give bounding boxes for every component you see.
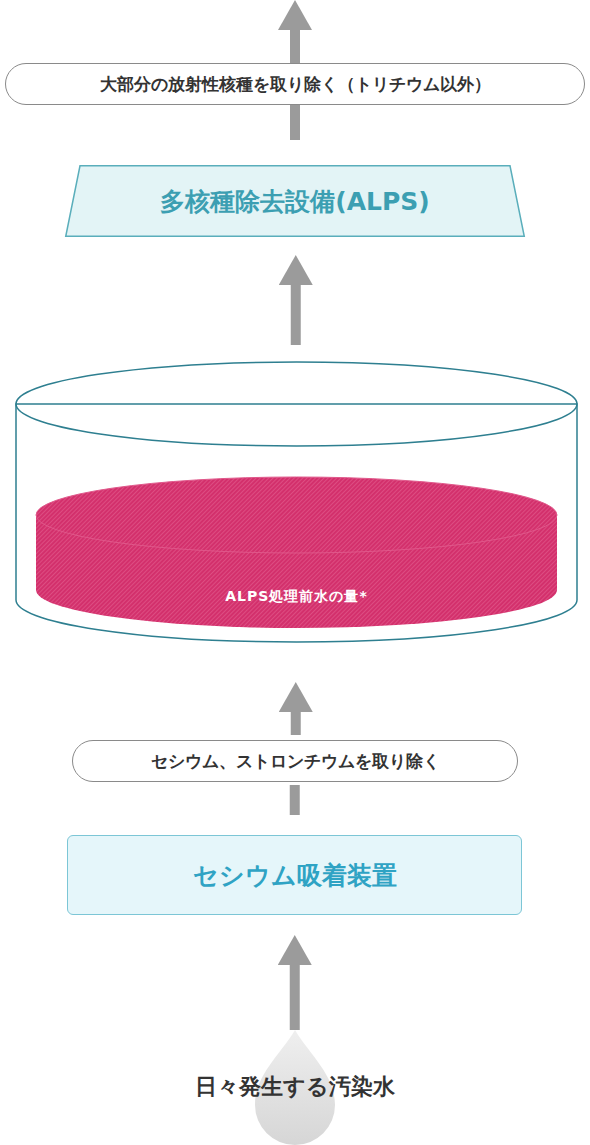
flow-arrow bbox=[290, 785, 300, 815]
outflow-arrow-shaft bbox=[290, 28, 300, 68]
process-pill: セシウム、ストロンチウムを取り除く bbox=[72, 740, 518, 782]
flow-arrow bbox=[290, 105, 300, 140]
tank-rim bbox=[16, 362, 577, 446]
node-label: セシウム、ストロンチウムを取り除く bbox=[151, 750, 440, 773]
flow-arrow bbox=[290, 965, 300, 1030]
outflow-arrow-head bbox=[278, 0, 312, 30]
equipment-trapezoid: 多核種除去設備(ALPS) bbox=[65, 165, 525, 237]
water-drop: 日々発生する汚染水 bbox=[150, 1030, 440, 1145]
flow-arrow bbox=[291, 712, 301, 735]
node-label: セシウム吸着装置 bbox=[193, 859, 397, 892]
node-label: 多核種除去設備(ALPS) bbox=[160, 185, 429, 218]
equipment-box: セシウム吸着装置 bbox=[67, 835, 522, 915]
tank-body bbox=[16, 404, 577, 642]
process-pill: 大部分の放射性核種を取り除く（トリチウム以外） bbox=[5, 63, 585, 105]
node-label: ALPS処理前水の量* bbox=[225, 588, 367, 606]
flow-arrow bbox=[291, 285, 301, 345]
trapezoid-shape bbox=[66, 166, 525, 237]
storage-tank: ALPS処理前水の量* bbox=[15, 362, 578, 644]
water-surface bbox=[36, 477, 557, 553]
node-label: 日々発生する汚染水 bbox=[195, 1072, 395, 1102]
node-label: 大部分の放射性核種を取り除く（トリチウム以外） bbox=[100, 73, 491, 96]
